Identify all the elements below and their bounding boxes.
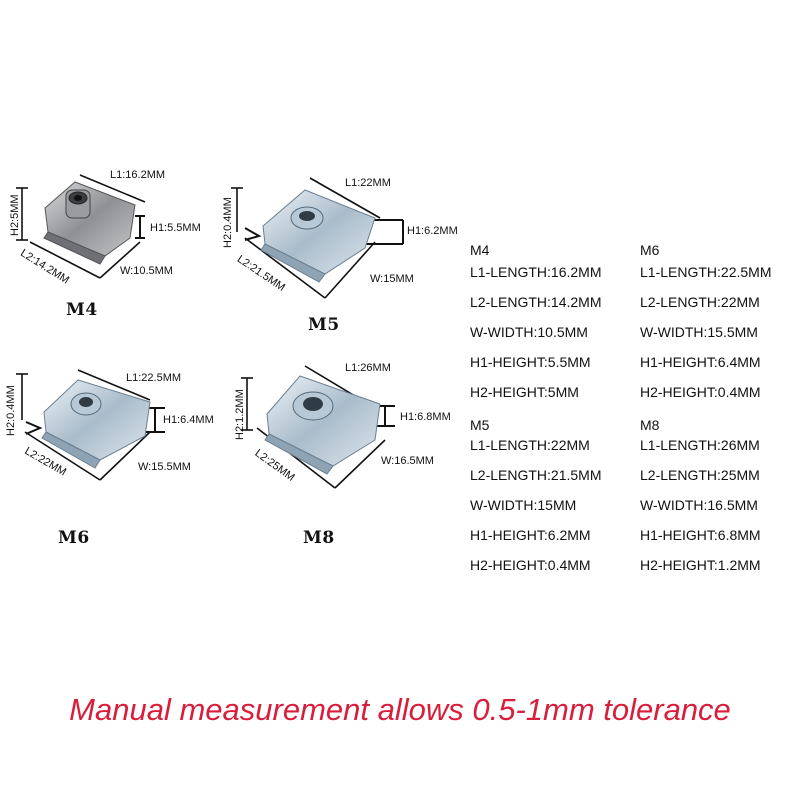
m8-model-label: M8	[303, 528, 335, 548]
spec-line: W-WIDTH:15MM	[470, 497, 577, 513]
part-m8: L1:26MM H2:1.2MM H1:6.8MM L2:25MM W:16.5…	[225, 358, 475, 549]
spec-line: W-WIDTH:16.5MM	[640, 497, 758, 513]
spec-model: M5	[470, 417, 490, 433]
m5-clip-drawing	[231, 177, 404, 299]
spec-line: H1-HEIGHT:6.8MM	[640, 527, 761, 543]
spec-line: L1-LENGTH:22.5MM	[640, 264, 772, 280]
part-m5: L1:22MM H2:0.4MM H1:6.2MM L2:21.5MM W:15…	[215, 170, 465, 340]
part-m4: L1:16.2MM H2:5MM H1:5.5MM L2:14.2MM W:10…	[0, 160, 240, 330]
m5-model-label: M5	[308, 315, 340, 335]
m4-clip-drawing	[16, 174, 146, 279]
m5-w-label: W:15MM	[370, 273, 414, 285]
spec-list: M4 L1-LENGTH:16.2MM L2-LENGTH:14.2MM W-W…	[470, 242, 772, 573]
m4-l1-label: L1:16.2MM	[110, 169, 166, 181]
spec-model: M8	[640, 417, 660, 433]
m8-clip-drawing	[241, 365, 395, 489]
spec-line: H2-HEIGHT:0.4MM	[470, 557, 591, 573]
part-m6: L1:22.5MM H2:0.4MM H1:6.4MM L2:22MM W:15…	[0, 362, 240, 552]
spec-model: M6	[640, 242, 660, 258]
spec-line: H2-HEIGHT:5MM	[470, 384, 579, 400]
m8-l1-label: L1:26MM	[345, 362, 391, 374]
spec-line: H1-HEIGHT:6.4MM	[640, 354, 761, 370]
spec-line: H2-HEIGHT:0.4MM	[640, 384, 761, 400]
m8-w-label: W:16.5MM	[381, 455, 434, 467]
m6-l1-label: L1:22.5MM	[126, 372, 182, 384]
spec-line: L1-LENGTH:26MM	[640, 437, 760, 453]
spec-line: L2-LENGTH:21.5MM	[470, 467, 602, 483]
spec-line: L1-LENGTH:22MM	[470, 437, 590, 453]
m4-w-label: W:10.5MM	[120, 265, 173, 277]
spec-line: L2-LENGTH:22MM	[640, 294, 760, 310]
spec-line: W-WIDTH:15.5MM	[640, 324, 758, 340]
spec-model: M4	[470, 242, 490, 258]
spec-line: H2-HEIGHT:1.2MM	[640, 557, 761, 573]
m6-w-label: W:15.5MM	[138, 461, 191, 473]
spec-line: H1-HEIGHT:5.5MM	[470, 354, 591, 370]
spec-line: H1-HEIGHT:6.2MM	[470, 527, 591, 543]
m4-model-label: M4	[66, 300, 98, 320]
m4-h1-label: H1:5.5MM	[150, 222, 201, 234]
tolerance-note: Manual measurement allows 0.5-1mm tolera…	[69, 692, 731, 727]
m8-h1-label: H1:6.8MM	[400, 411, 451, 423]
m6-model-label: M6	[58, 528, 90, 548]
m5-l1-label: L1:22MM	[345, 177, 391, 189]
m5-h1-label: H1:6.2MM	[407, 225, 458, 237]
spec-line: W-WIDTH:10.5MM	[470, 324, 588, 340]
m6-clip-drawing	[16, 369, 165, 481]
spec-line: L2-LENGTH:14.2MM	[470, 294, 602, 310]
spec-line: L1-LENGTH:16.2MM	[470, 264, 602, 280]
spec-line: L2-LENGTH:25MM	[640, 467, 760, 483]
m6-h1-label: H1:6.4MM	[163, 414, 214, 426]
